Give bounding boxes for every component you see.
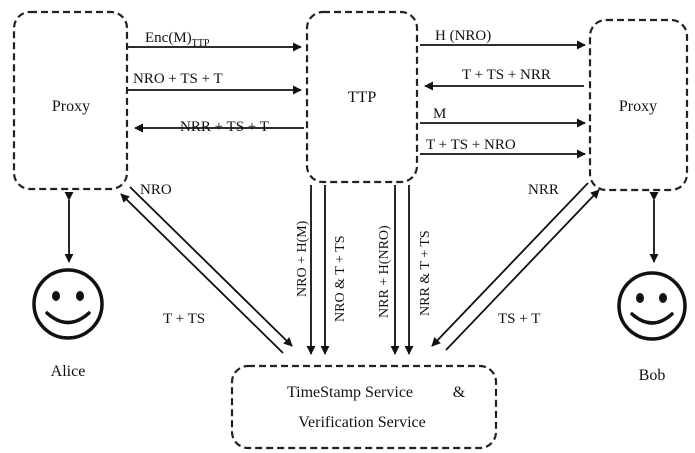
service-label-amp: & bbox=[453, 384, 466, 401]
label-v-nro-and: NRO & T + TS bbox=[333, 236, 348, 322]
bob-smiley-icon bbox=[617, 271, 687, 341]
alice-smiley-icon bbox=[32, 268, 104, 340]
ttp-box bbox=[305, 10, 419, 184]
label-nrr-ts-t: NRR + TS + T bbox=[180, 119, 269, 135]
label-nrr: NRR bbox=[528, 182, 559, 198]
bob-label: Bob bbox=[639, 367, 666, 384]
service-label-line1: TimeStamp Service bbox=[287, 384, 413, 401]
ttp-label: TTP bbox=[348, 89, 377, 106]
label-t-ts-nrr: T + TS + NRR bbox=[462, 67, 551, 83]
proxy-right-box bbox=[588, 18, 689, 192]
service-label-line2: Verification Service bbox=[298, 414, 426, 431]
label-h-nro: H (NRO) bbox=[435, 28, 491, 44]
label-v-nrr-and: NRR & T + TS bbox=[418, 230, 433, 316]
label-v-nrr-hnro: NRR + H(NRO) bbox=[377, 225, 392, 318]
arrow-diag-t-ts bbox=[120, 193, 284, 354]
proxy-right-label: Proxy bbox=[619, 98, 657, 115]
proxy-left-label: Proxy bbox=[52, 98, 90, 115]
label-ts-t: TS + T bbox=[498, 311, 540, 327]
proxy-left-box bbox=[12, 10, 129, 191]
arrow-diag-ts-t bbox=[445, 189, 600, 351]
label-enc-m: Enc(M)TTP bbox=[145, 30, 210, 49]
label-m: M bbox=[433, 106, 446, 122]
label-nro-ts-t: NRO + TS + T bbox=[133, 71, 223, 87]
label-t-ts-nro: T + TS + NRO bbox=[426, 137, 516, 153]
label-t-ts: T + TS bbox=[163, 311, 205, 327]
label-v-nro-hm: NRO + H(M) bbox=[295, 220, 310, 297]
arrow-diag-nro bbox=[129, 186, 293, 347]
label-nro: NRO bbox=[140, 182, 172, 198]
arrow-diag-nrr bbox=[431, 182, 589, 347]
alice-label: Alice bbox=[51, 363, 86, 380]
service-box bbox=[230, 364, 498, 450]
